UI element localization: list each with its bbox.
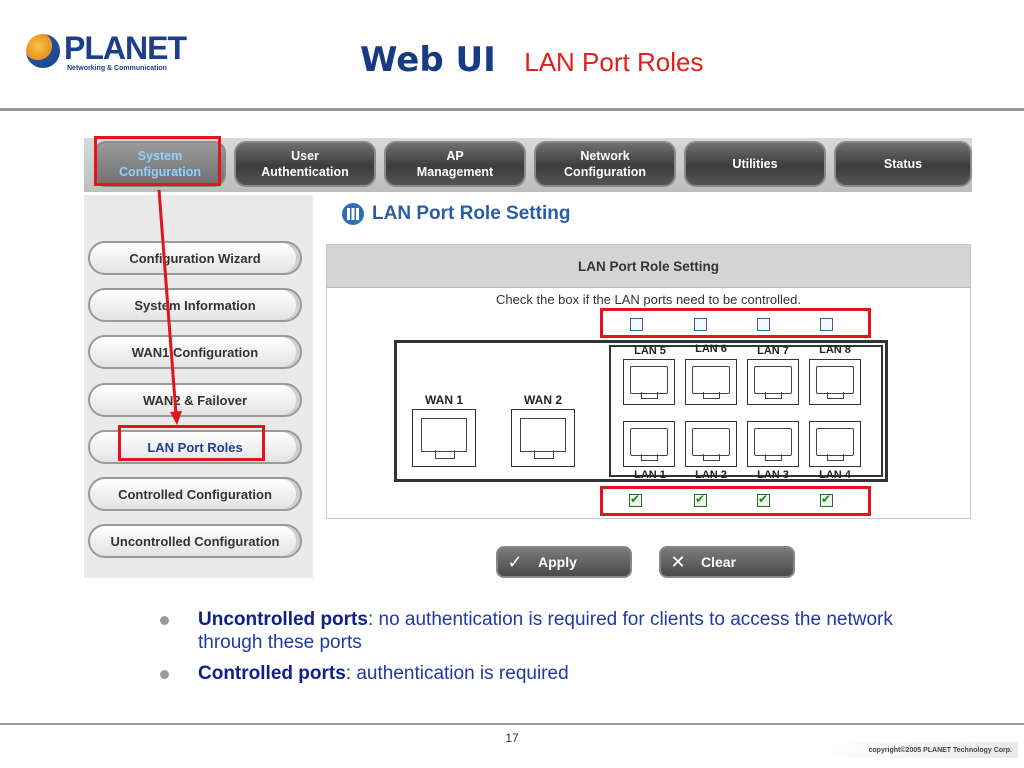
wan2-port-icon bbox=[511, 409, 575, 467]
sidebar-item-label: System Information bbox=[134, 297, 256, 313]
sidebar-item-label: WAN2 & Failover bbox=[142, 392, 248, 408]
tab-label-line2: Authentication bbox=[261, 165, 349, 179]
page-number: 17 bbox=[505, 731, 519, 745]
sidebar-item-wan2-failover[interactable]: WAN2 & Failover bbox=[88, 383, 302, 417]
bullet-dot-icon bbox=[160, 670, 169, 679]
sidebar-item-label: Controlled Configuration bbox=[118, 486, 272, 502]
lan7-port-icon bbox=[747, 359, 799, 405]
tab-status[interactable]: Status bbox=[834, 141, 972, 187]
x-icon: ✕ bbox=[670, 551, 686, 573]
apply-button[interactable]: ✓ Apply bbox=[496, 546, 632, 578]
logo-tagline: Networking & Communication bbox=[67, 65, 167, 72]
panel-header: LAN Port Role Setting bbox=[327, 245, 970, 288]
sidebar-item-label: WAN1 Configuration bbox=[131, 344, 259, 360]
sidebar-item-wan1-configuration[interactable]: WAN1 Configuration bbox=[88, 335, 302, 369]
tab-label-line2: Management bbox=[416, 165, 494, 179]
panel-hint: Check the box if the LAN ports need to b… bbox=[496, 292, 801, 307]
lan6-label: LAN 6 bbox=[695, 343, 727, 355]
tab-label-line2: Configuration bbox=[119, 165, 201, 179]
tab-label-line1: User bbox=[291, 149, 319, 163]
sidebar-item-label: Uncontrolled Configuration bbox=[110, 533, 280, 549]
sidebar-item-label: Configuration Wizard bbox=[129, 250, 261, 266]
lan2-checkbox[interactable] bbox=[694, 492, 707, 507]
tab-label: Status bbox=[883, 157, 923, 171]
lan6-checkbox[interactable] bbox=[694, 318, 707, 331]
check-icon: ✓ bbox=[507, 551, 523, 573]
wan1-port-icon bbox=[412, 409, 476, 467]
lan2-port-icon bbox=[685, 421, 737, 467]
slide-title: Web UI LAN Port Roles bbox=[360, 40, 703, 80]
bullet-controlled-ports: Controlled ports: authentication is requ… bbox=[160, 662, 920, 685]
highlight-top-checkboxes bbox=[600, 308, 871, 338]
highlight-system-configuration bbox=[94, 136, 221, 186]
clear-button[interactable]: ✕ Clear bbox=[659, 546, 795, 578]
bullet-list: Uncontrolled ports: no authentication is… bbox=[160, 608, 920, 693]
globe-icon bbox=[26, 34, 60, 68]
planet-logo: PLANET Networking & Communication bbox=[24, 30, 194, 80]
lan6-port-icon bbox=[685, 359, 737, 405]
lan5-label: LAN 5 bbox=[634, 345, 666, 357]
content-title-text: LAN Port Role Setting bbox=[372, 203, 571, 224]
sidebar-item-system-information[interactable]: System Information bbox=[88, 288, 302, 322]
wan1-label: WAN 1 bbox=[424, 393, 463, 407]
sidebar: Configuration Wizard System Information … bbox=[84, 195, 313, 578]
lan3-checkbox[interactable] bbox=[757, 492, 770, 507]
sidebar-item-label: LAN Port Roles bbox=[147, 439, 243, 455]
bullet-term: Uncontrolled ports bbox=[198, 609, 368, 630]
bullet-dot-icon bbox=[160, 616, 169, 625]
lan3-port-icon bbox=[747, 421, 799, 467]
bottom-divider bbox=[0, 723, 1024, 725]
highlight-lan-port-roles bbox=[118, 425, 265, 461]
lan1-checkbox[interactable] bbox=[629, 492, 642, 507]
tab-label-line1: AP bbox=[446, 149, 464, 163]
title-main: Web UI bbox=[360, 40, 496, 80]
bullet-text: : authentication is required bbox=[345, 663, 569, 684]
sidebar-item-configuration-wizard[interactable]: Configuration Wizard bbox=[88, 241, 302, 275]
bullet-text: : no authentication is required for clie… bbox=[198, 609, 893, 653]
lan5-port-icon bbox=[623, 359, 675, 405]
lan8-label: LAN 8 bbox=[819, 344, 851, 356]
lan3-label: LAN 3 bbox=[757, 469, 789, 481]
clear-button-label: Clear bbox=[701, 554, 737, 570]
top-divider bbox=[0, 108, 1024, 111]
tab-label: Utilities bbox=[732, 157, 778, 171]
tab-label-line1: System bbox=[137, 149, 183, 163]
bullet-term: Controlled ports bbox=[198, 663, 346, 684]
lan8-port-icon bbox=[809, 359, 861, 405]
lan-grid-icon bbox=[342, 203, 364, 225]
tab-utilities[interactable]: Utilities bbox=[684, 141, 826, 187]
lan5-checkbox[interactable] bbox=[630, 318, 643, 331]
lan1-port-icon bbox=[623, 421, 675, 467]
tab-label-line2: Configuration bbox=[564, 165, 646, 179]
sidebar-item-uncontrolled-configuration[interactable]: Uncontrolled Configuration bbox=[88, 524, 302, 558]
lan4-port-icon bbox=[809, 421, 861, 467]
lan7-label: LAN 7 bbox=[757, 345, 789, 357]
lan7-checkbox[interactable] bbox=[757, 318, 770, 331]
copyright: copyright©2005 PLANET Technology Corp. bbox=[818, 742, 1018, 758]
tab-label-line1: Network bbox=[580, 149, 630, 163]
title-sub: LAN Port Roles bbox=[524, 47, 704, 77]
lan2-label: LAN 2 bbox=[695, 469, 727, 481]
tab-ap-management[interactable]: AP Management bbox=[384, 141, 526, 187]
lan8-checkbox[interactable] bbox=[820, 318, 833, 331]
lan4-checkbox[interactable] bbox=[820, 492, 833, 507]
highlight-bottom-checkboxes bbox=[600, 486, 871, 516]
content-title: LAN Port Role Setting bbox=[342, 203, 570, 225]
logo-brand: PLANET bbox=[64, 30, 187, 66]
sidebar-item-controlled-configuration[interactable]: Controlled Configuration bbox=[88, 477, 302, 511]
wan2-label: WAN 2 bbox=[523, 393, 562, 407]
bullet-uncontrolled-ports: Uncontrolled ports: no authentication is… bbox=[160, 608, 920, 654]
lan4-label: LAN 4 bbox=[819, 469, 851, 481]
lan1-label: LAN 1 bbox=[634, 469, 666, 481]
apply-button-label: Apply bbox=[538, 554, 577, 570]
lan-port-group bbox=[609, 345, 883, 477]
